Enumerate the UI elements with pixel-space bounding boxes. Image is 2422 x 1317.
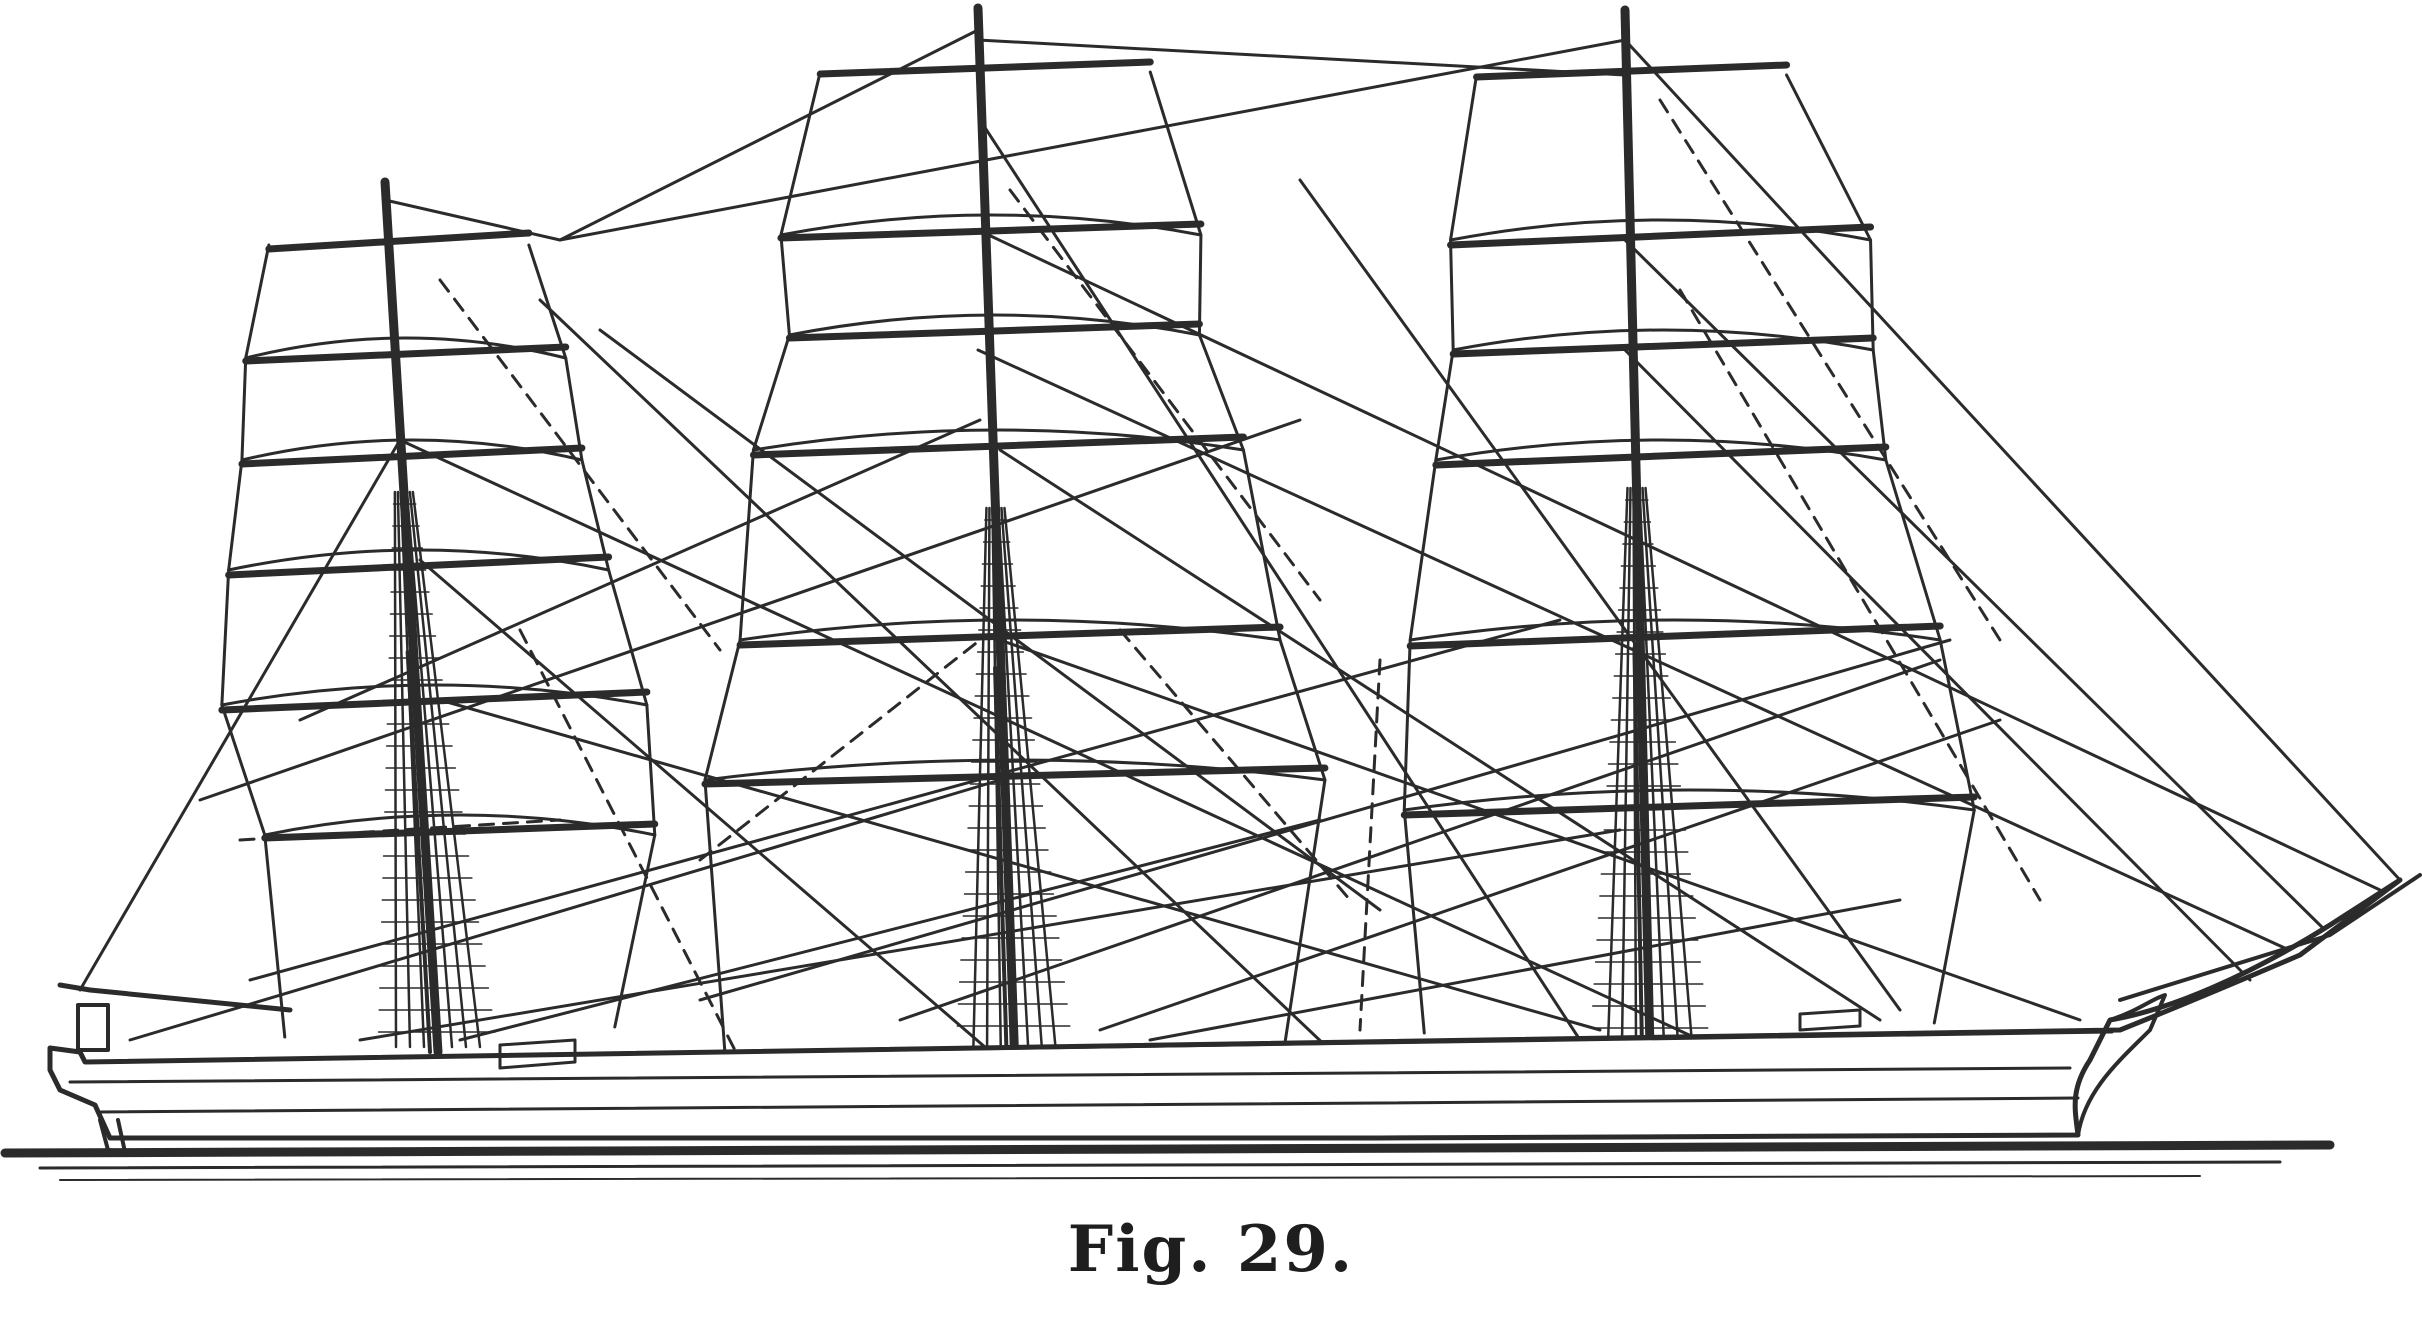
sail-outline [244,243,568,360]
stay-line [198,418,1302,802]
stay-line [976,228,2382,892]
shroud [1620,486,1632,1045]
shroud [971,506,988,1065]
yard [238,444,586,468]
shroud [411,490,482,1049]
stay-line [558,28,980,242]
yard [777,220,1205,242]
yards [218,58,1978,842]
yard [218,688,651,714]
yard [1447,223,1875,249]
shroud [1635,486,1652,1045]
stay-line [1148,898,1902,1042]
stay-line [458,818,1322,1042]
yard [749,433,1247,459]
shroud [1003,506,1059,1065]
shroud [1632,486,1638,1045]
stay-line [248,618,1562,982]
yard [785,320,1203,342]
yard [261,820,659,842]
stay-line [978,118,1582,1042]
stay-line [1098,718,2002,1032]
buntline [518,628,742,1062]
shroud [399,490,426,1049]
shroud [402,490,440,1049]
buntline [438,278,722,652]
stay-line [128,778,1002,1042]
shroud [393,490,398,1049]
shroud [1641,486,1680,1045]
buntline [698,638,982,862]
stay-line [358,828,1622,1042]
stay-line [398,438,1702,1042]
stay-line [976,38,1627,77]
stay-line [1623,348,2252,982]
sail-outline [1408,458,1942,642]
stay-line [1298,178,1902,1012]
yard [265,229,533,253]
sail-outline [1449,238,1875,352]
stay-line [438,698,1602,1032]
waterline [0,1140,2335,1181]
stay-line [1623,238,2332,937]
yard [701,764,1329,788]
stay-line [558,38,1627,242]
sail-outline [227,458,611,572]
stay-line [898,658,1942,1022]
course-sail-outline [1402,808,1976,1035]
yard [242,343,570,365]
deck-house [498,1008,1862,1070]
course-sail-outline [703,778,1327,1055]
hull [47,873,2422,1154]
buntline [1678,288,2042,902]
stay-line [78,438,402,992]
yard [1400,793,1978,819]
shroud [408,490,468,1049]
yard [1406,622,1944,650]
buntline [1118,628,1352,902]
yard [1473,61,1791,81]
shroud [405,490,454,1049]
course-sail-outline [263,833,657,1039]
shroud [994,506,1017,1065]
yard [225,553,613,579]
figure-caption: Fig. 29. [1067,1212,1355,1287]
sail-outline [1402,638,1976,812]
yard [1432,443,1890,469]
shroud [991,506,1003,1065]
stay-line [698,638,1952,1002]
buntline [1658,98,2002,642]
buntline [1358,658,1382,1032]
stay-line [418,558,1002,1062]
buntline [1008,188,1322,602]
shroud [997,506,1031,1065]
shroud [396,490,412,1049]
sail-outline [1434,348,1888,462]
yard [816,58,1154,78]
rigging-lines [78,28,2402,1062]
yard [1449,334,1877,358]
sail-outline [751,333,1245,452]
stay-line [998,638,2082,1022]
stay-line [1623,38,2402,882]
shrouds [377,486,1709,1065]
shroud [1606,486,1629,1045]
stay-line [998,448,1882,1022]
shroud [985,506,991,1065]
shroud [1000,506,1045,1065]
shroud [1644,486,1694,1045]
shroud [1638,486,1666,1045]
